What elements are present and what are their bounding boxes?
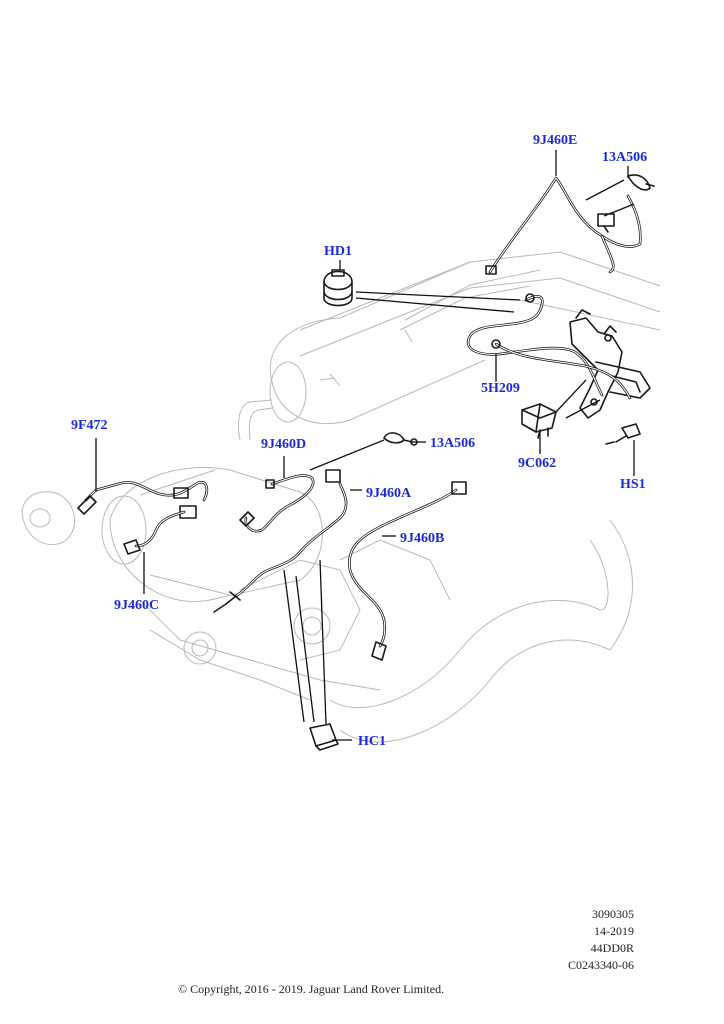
bolt-HS1 bbox=[605, 423, 641, 445]
reference-illustration-id: C0243340-06 bbox=[568, 958, 634, 972]
harness-9J460A bbox=[213, 469, 348, 613]
callout-9J460B: 9J460B bbox=[400, 531, 445, 546]
callout-5H209: 5H209 bbox=[481, 381, 520, 396]
callout-9C062: 9C062 bbox=[518, 456, 557, 471]
callout-leaders bbox=[95, 150, 635, 741]
harness-9F472 bbox=[77, 480, 209, 519]
clip-HC1 bbox=[309, 723, 339, 751]
harness-9J460D bbox=[239, 474, 315, 533]
callout-13A506-top: 13A506 bbox=[602, 150, 648, 165]
callout-HD1: HD1 bbox=[324, 244, 352, 259]
copyright-notice: © Copyright, 2016 - 2019. Jaguar Land Ro… bbox=[178, 982, 445, 996]
harness-9J460B bbox=[348, 481, 467, 661]
sensor-9C062 bbox=[521, 403, 557, 439]
harness-9J460C bbox=[123, 510, 186, 555]
exhaust-system-background bbox=[21, 251, 661, 743]
clip-13A506-mid bbox=[383, 432, 418, 446]
harness-9J460E bbox=[485, 174, 655, 275]
mounting-bracket bbox=[569, 309, 651, 419]
clamp-HD1 bbox=[323, 269, 353, 307]
callout-9F472: 9F472 bbox=[71, 418, 108, 433]
reference-number: 3090305 bbox=[592, 907, 634, 921]
diagram-reference-block: 3090305 14-2019 44DD0R C0243340-06 bbox=[568, 906, 634, 974]
reference-code: 44DD0R bbox=[590, 941, 634, 955]
callout-9J460E: 9J460E bbox=[533, 133, 578, 148]
reference-date: 14-2019 bbox=[594, 924, 634, 938]
callout-9J460D: 9J460D bbox=[261, 437, 307, 452]
callout-HC1: HC1 bbox=[358, 734, 386, 749]
callout-13A506-mid: 13A506 bbox=[430, 436, 476, 451]
callout-9J460A: 9J460A bbox=[366, 486, 412, 501]
callout-9J460C: 9J460C bbox=[114, 598, 160, 613]
callout-HS1: HS1 bbox=[620, 477, 646, 492]
tube-5H209 bbox=[466, 293, 632, 400]
